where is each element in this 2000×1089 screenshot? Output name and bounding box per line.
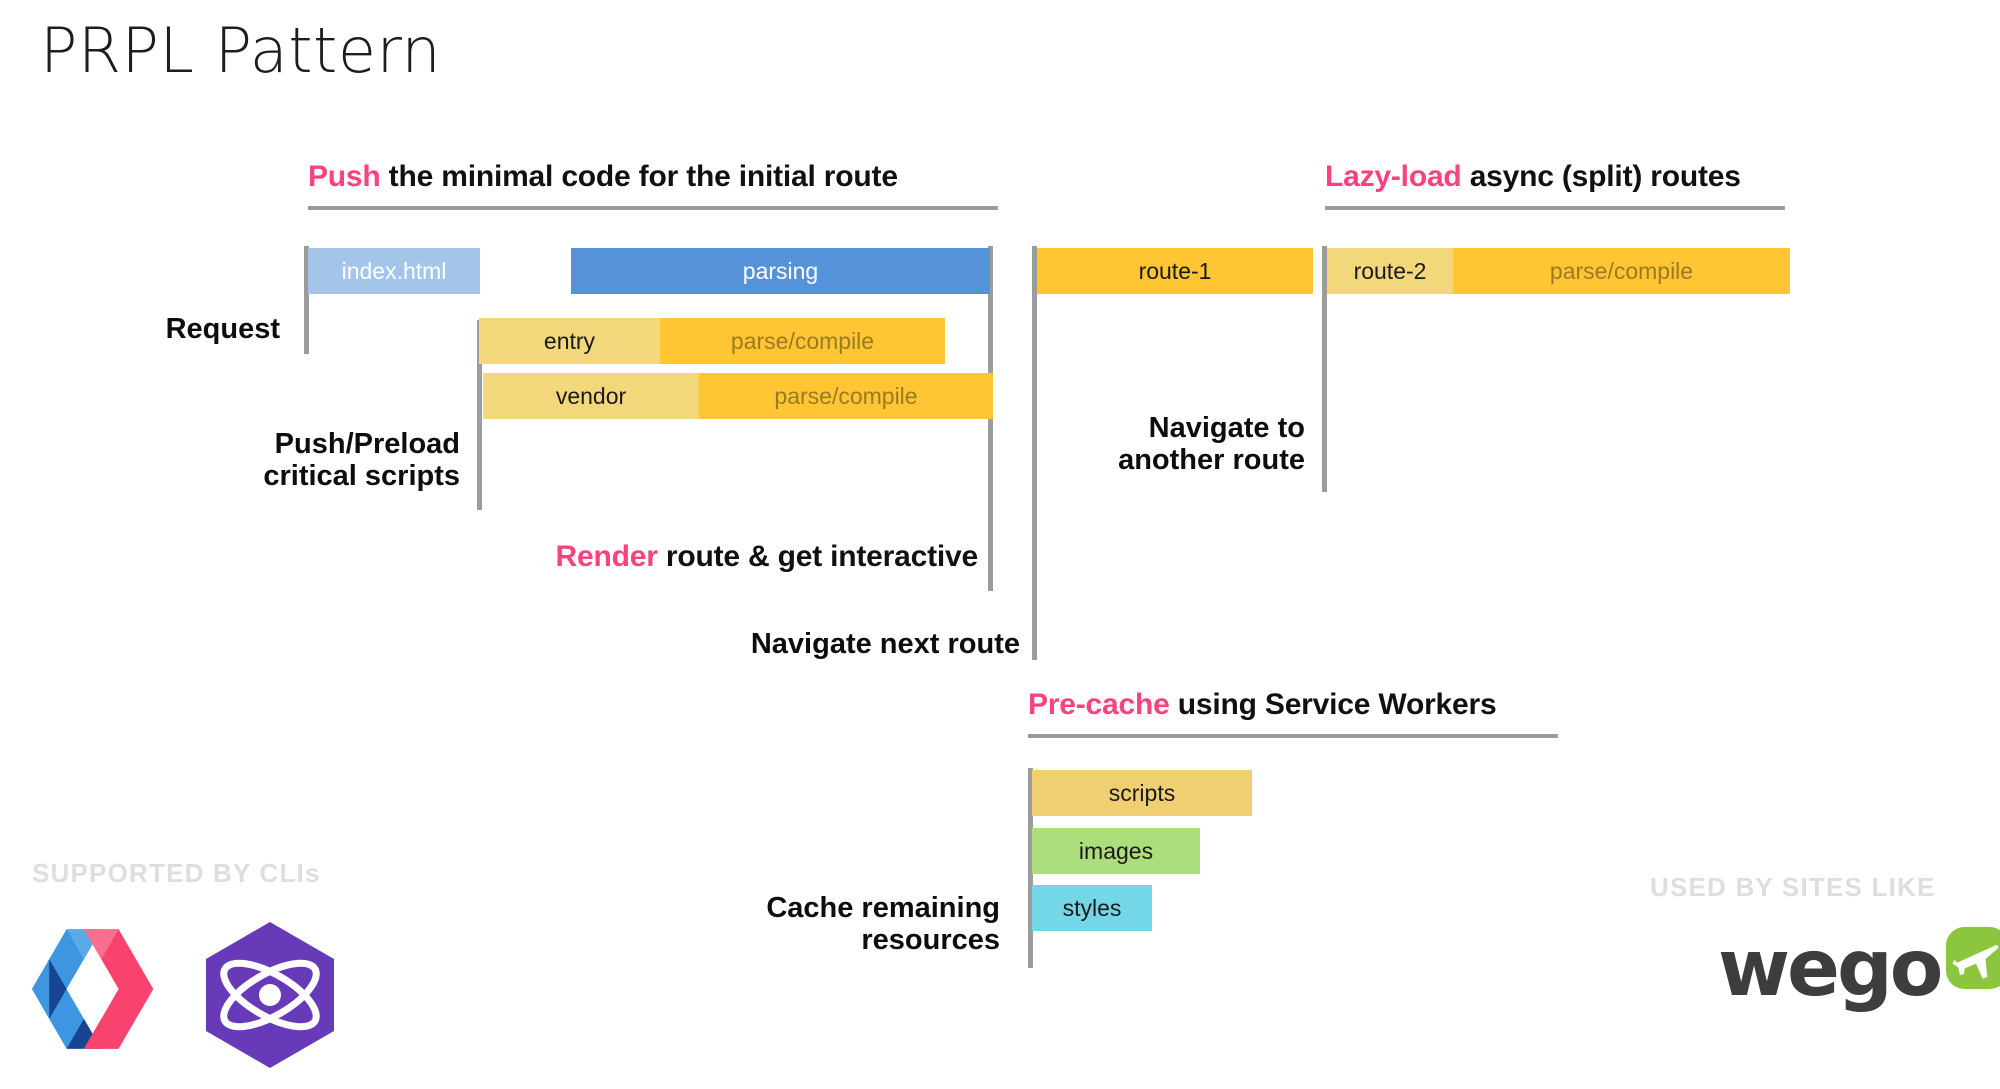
section-rule-precache [1028, 734, 1558, 738]
bar-segment-route-1: route-1 [1037, 248, 1313, 294]
section-heading-lazy: Lazy-load async (split) routes [1325, 160, 1741, 194]
guide-line-cache-remaining [1028, 768, 1033, 968]
wego-logo: wego [1718, 924, 2000, 1014]
bar-segment-entry-label: entry [479, 318, 660, 364]
bar-vendor[interactable]: vendor parse/compile [483, 373, 993, 419]
row-label-cache-remaining: Cache remaining resources [766, 892, 1000, 957]
bar-segment-entry-parse: parse/compile [660, 318, 945, 364]
section-keyword-lazy: Lazy-load [1325, 160, 1462, 193]
bar-segment-images: images [1032, 828, 1200, 874]
section-heading-push: Push the minimal code for the initial ro… [308, 160, 898, 194]
polymer-logo-icon [31, 929, 154, 1049]
section-keyword-push: Push [308, 160, 381, 193]
section-rest-precache: using Service Workers [1169, 688, 1497, 721]
bar-segment-styles: styles [1032, 885, 1152, 931]
row-label-push-preload: Push/Preload critical scripts [263, 428, 460, 493]
section-heading-render: Render route & get interactive [508, 540, 979, 574]
section-rest-push: the minimal code for the initial route [380, 160, 898, 193]
bar-route-1[interactable]: route-1 [1037, 248, 1313, 294]
row-label-request: Request [165, 313, 280, 345]
guide-line-navigate-another [1322, 246, 1327, 492]
page-title: PRPL Pattern [40, 14, 442, 87]
bar-styles[interactable]: styles [1032, 885, 1152, 931]
bar-segment-scripts: scripts [1032, 770, 1252, 816]
bar-segment-route-2-parse: parse/compile [1453, 248, 1790, 294]
preact-logo [200, 920, 340, 1068]
bar-segment-parsing: parsing [571, 248, 990, 294]
bar-images[interactable]: images [1032, 828, 1200, 874]
bar-scripts[interactable]: scripts [1032, 770, 1252, 816]
guide-line-request [304, 246, 309, 354]
guide-line-navigate-next [1032, 246, 1037, 660]
preact-logo-icon [206, 922, 334, 1068]
footer-used-by-text: USED BY SITES LIKE [1650, 872, 1936, 902]
footer-caption-supported-by: SUPPORTED BY CLIs [32, 858, 321, 888]
section-keyword-render: Render [555, 540, 658, 573]
bar-entry[interactable]: entry parse/compile [479, 318, 945, 364]
polymer-logo [28, 925, 163, 1053]
row-label-navigate-next: Navigate next route [750, 628, 1020, 660]
section-heading-precache: Pre-cache using Service Workers [1028, 688, 1497, 722]
guide-line-push-preload [477, 320, 482, 510]
section-rest-render: route & get interactive [657, 540, 978, 573]
bar-segment-index-html: index.html [308, 248, 480, 294]
section-rule-push [308, 206, 998, 210]
wego-airplane-icon [1946, 926, 2000, 990]
bar-route-2[interactable]: route-2 parse/compile [1327, 248, 1790, 294]
wego-wordmark: wego [1718, 924, 1943, 1014]
section-rule-lazy [1325, 206, 1785, 210]
bar-segment-vendor-parse: parse/compile [699, 373, 993, 419]
bar-index-html[interactable]: index.html [308, 248, 480, 294]
row-label-navigate-another: Navigate to another route [1118, 412, 1305, 477]
section-rest-lazy: async (split) routes [1461, 160, 1741, 193]
bar-parsing[interactable]: parsing [571, 248, 990, 294]
section-keyword-precache: Pre-cache [1028, 688, 1170, 721]
footer-caption-used-by: USED BY SITES LIKE [1650, 872, 1936, 903]
bar-segment-vendor-label: vendor [483, 373, 699, 419]
bar-segment-route-2-label: route-2 [1327, 248, 1453, 294]
